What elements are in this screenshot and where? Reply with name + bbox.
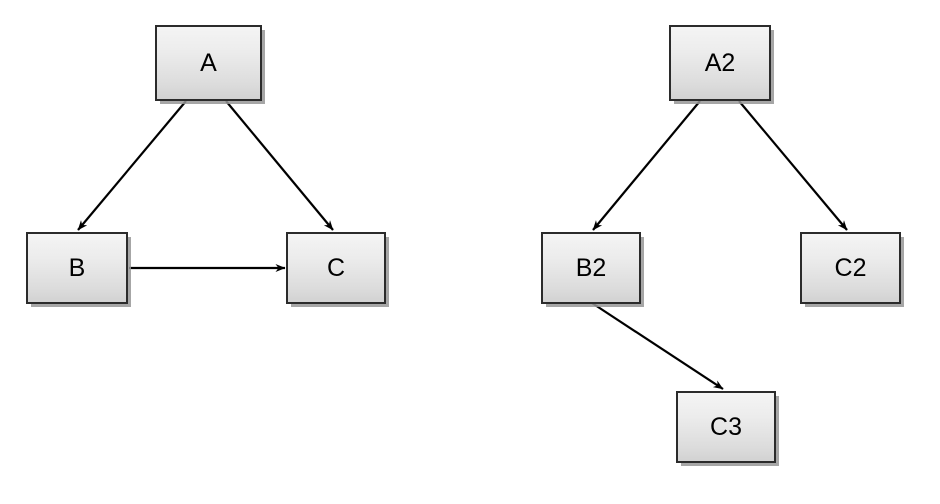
edge-a-to-c (225, 100, 334, 231)
node-b2-label: B2 (575, 253, 607, 282)
node-c2[interactable]: C2 (800, 232, 901, 304)
edge-b2-to-c3 (591, 302, 724, 390)
node-c2-label: C2 (834, 253, 867, 282)
node-c[interactable]: C (286, 232, 386, 304)
node-a[interactable]: A (155, 25, 262, 101)
edge-a-to-b (77, 100, 187, 231)
node-b[interactable]: B (26, 232, 128, 304)
edge-a2-to-c2 (738, 100, 848, 231)
node-c3-label: C3 (710, 412, 742, 441)
node-a2[interactable]: A2 (669, 25, 771, 101)
node-b2[interactable]: B2 (541, 232, 641, 304)
node-a2-label: A2 (704, 48, 736, 77)
edge-a2-to-b2 (592, 100, 701, 231)
node-c-label: C (326, 253, 346, 282)
node-c3[interactable]: C3 (676, 391, 776, 463)
node-a-label: A (200, 48, 217, 77)
node-b-label: B (68, 253, 86, 282)
